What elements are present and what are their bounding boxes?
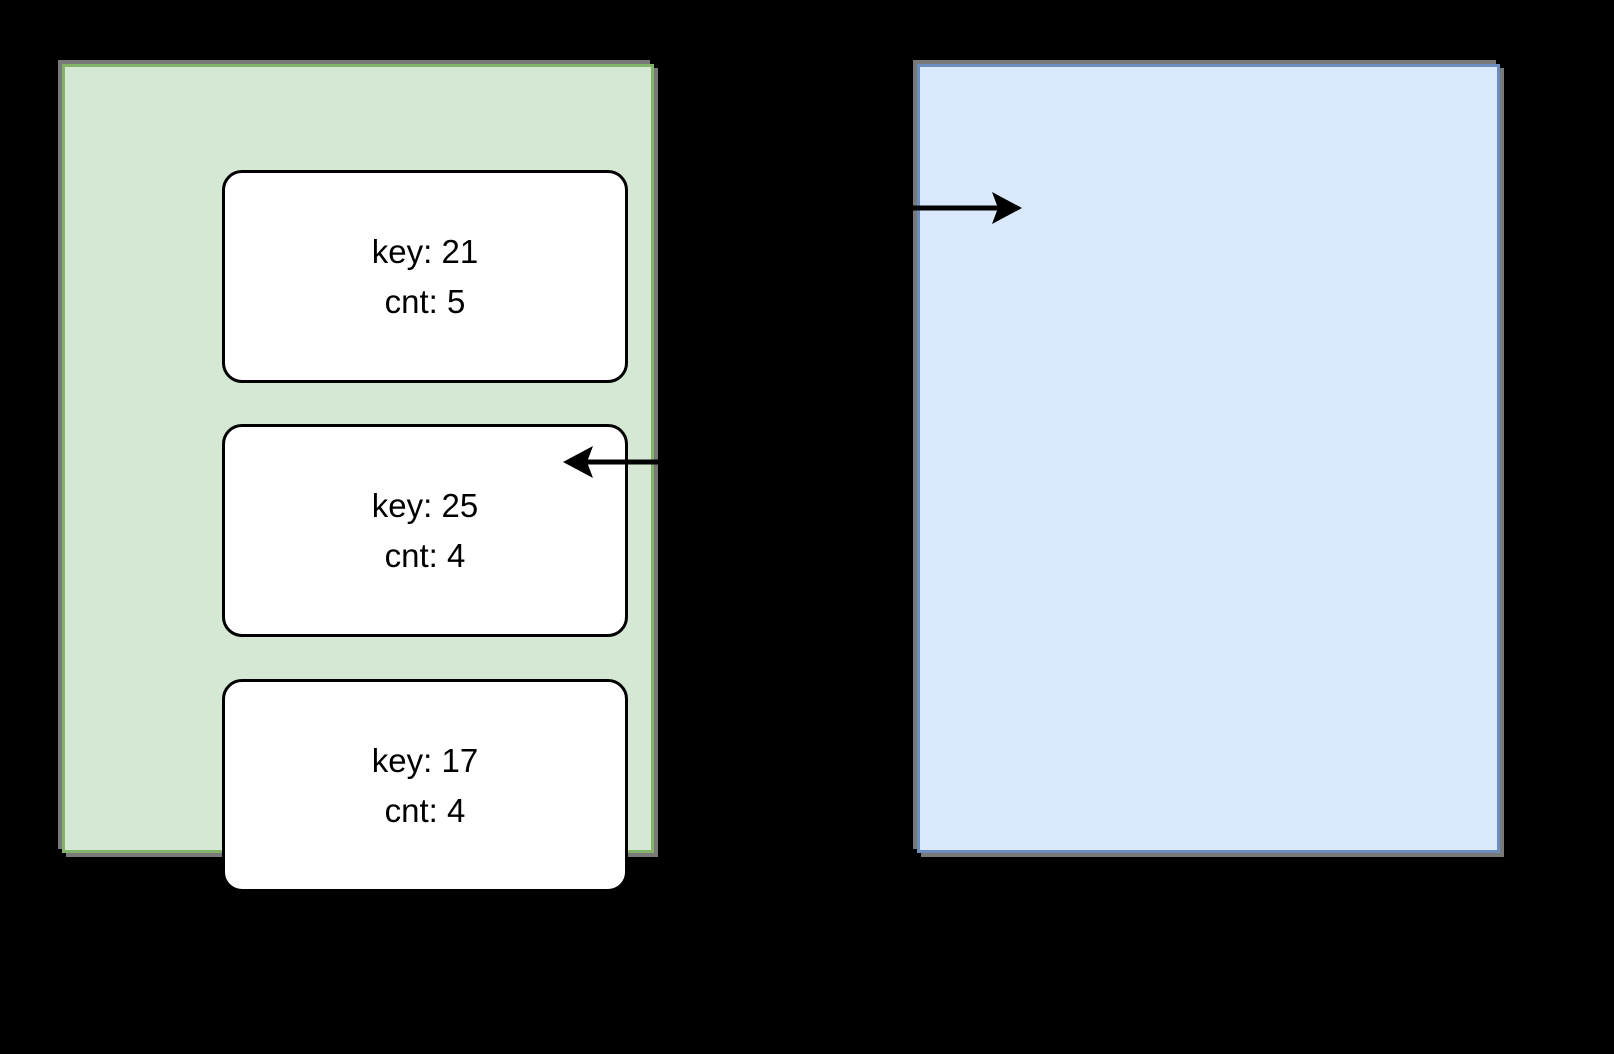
green-node-1-key: key: 21 [371, 233, 479, 270]
green-node-3-cnt: cnt: 4 [384, 791, 466, 829]
green-node-1[interactable]: key: 21 cnt: 5 [222, 170, 628, 383]
green-node-2[interactable]: key: 25 cnt: 4 [222, 424, 628, 637]
green-bucket-group[interactable]: key: 21 cnt: 5 key: 25 cnt: 4 key: 17 cn… [62, 64, 654, 892]
green-node-2-key: key: 25 [371, 487, 479, 524]
green-node-3[interactable]: key: 17 cnt: 4 [222, 679, 628, 892]
blue-bucket-group[interactable]: key: 25 cnt: 7 key: 26 cnt: 5 key: 27 cn… [917, 64, 1500, 853]
green-node-1-cnt: cnt: 5 [384, 282, 466, 320]
green-node-3-key: key: 17 [371, 742, 479, 779]
green-node-2-cnt: cnt: 4 [384, 536, 466, 574]
